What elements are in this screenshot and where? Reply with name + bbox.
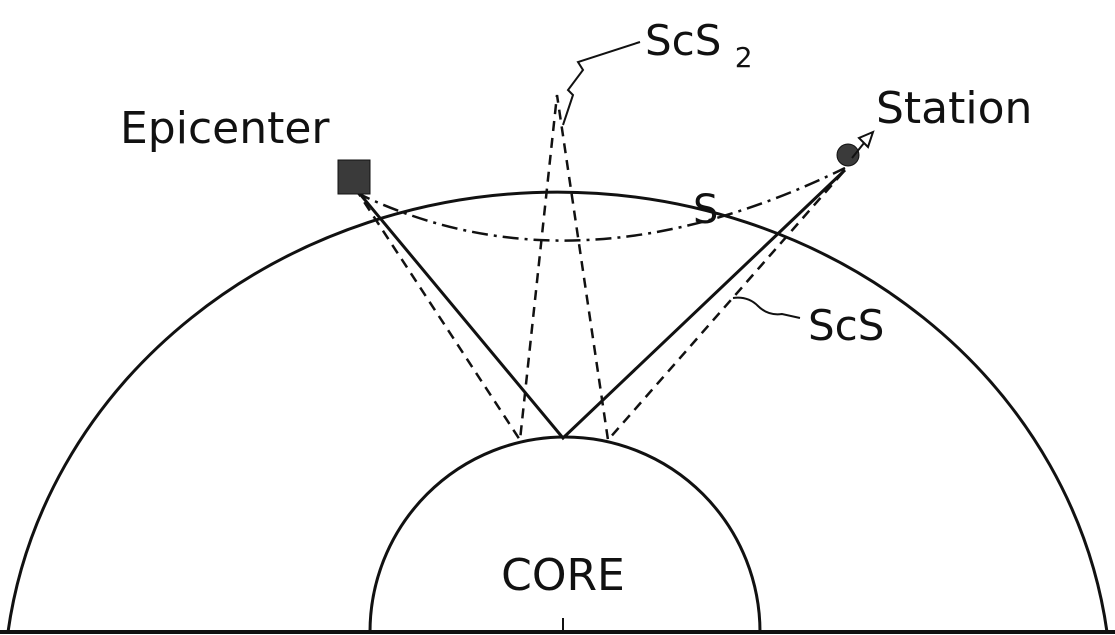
scs2-label-base: ScS (645, 16, 721, 65)
scs2-label-subscript: 2 (735, 41, 753, 74)
scs-ray (355, 170, 845, 438)
scs-leader-line (733, 298, 800, 318)
scs-label: ScS (808, 301, 884, 350)
s-label: S (693, 187, 718, 233)
epicenter-marker (338, 160, 370, 194)
scs2-leader-line (563, 42, 640, 125)
core-label: CORE (501, 550, 625, 601)
scs2-label: ScS 2 (645, 16, 753, 74)
station-marker (837, 132, 873, 166)
core-boundary-arc (370, 437, 760, 632)
scs2-ray (355, 95, 845, 440)
station-label: Station (876, 83, 1032, 134)
epicenter-label: Epicenter (120, 103, 330, 154)
